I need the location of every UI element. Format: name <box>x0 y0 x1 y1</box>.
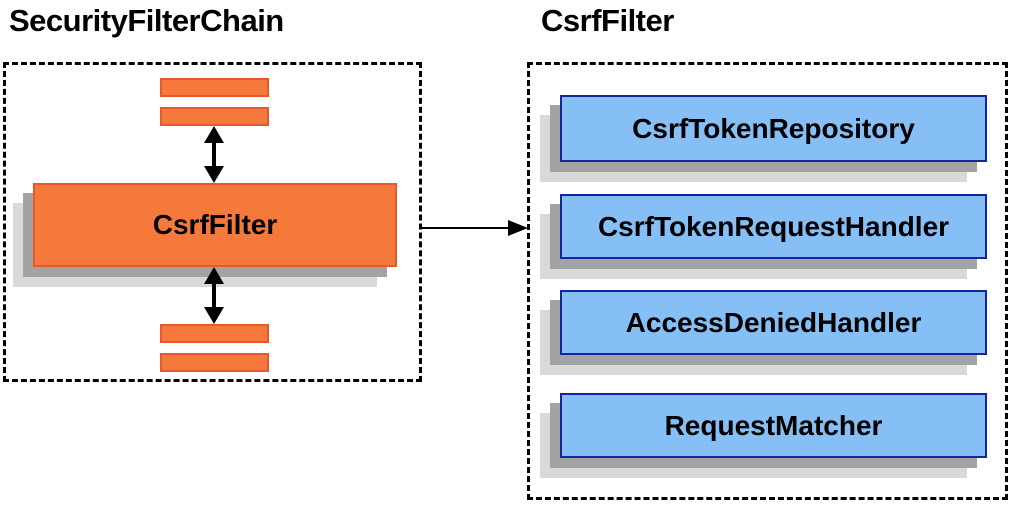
security-filter-chain-container <box>3 62 422 382</box>
csrf-token-repository-box: CsrfTokenRepository <box>560 95 987 162</box>
security-filter-chain-title: SecurityFilterChain <box>9 3 284 38</box>
filter-bar <box>160 107 269 126</box>
csrf-filter-container <box>527 62 1008 500</box>
flow-arrow-icon <box>422 220 528 236</box>
csrf-token-request-handler-box: CsrfTokenRequestHandler <box>560 194 987 259</box>
up-down-arrow-icon <box>204 126 224 183</box>
filter-bar <box>160 324 269 343</box>
csrf-filter-box: CsrfFilter <box>33 183 397 267</box>
up-down-arrow-icon <box>204 267 224 324</box>
csrf-filter-title: CsrfFilter <box>541 3 674 38</box>
access-denied-handler-box: AccessDeniedHandler <box>560 290 987 355</box>
filter-bar <box>160 353 269 372</box>
request-matcher-box: RequestMatcher <box>560 393 987 458</box>
filter-bar <box>160 78 269 97</box>
